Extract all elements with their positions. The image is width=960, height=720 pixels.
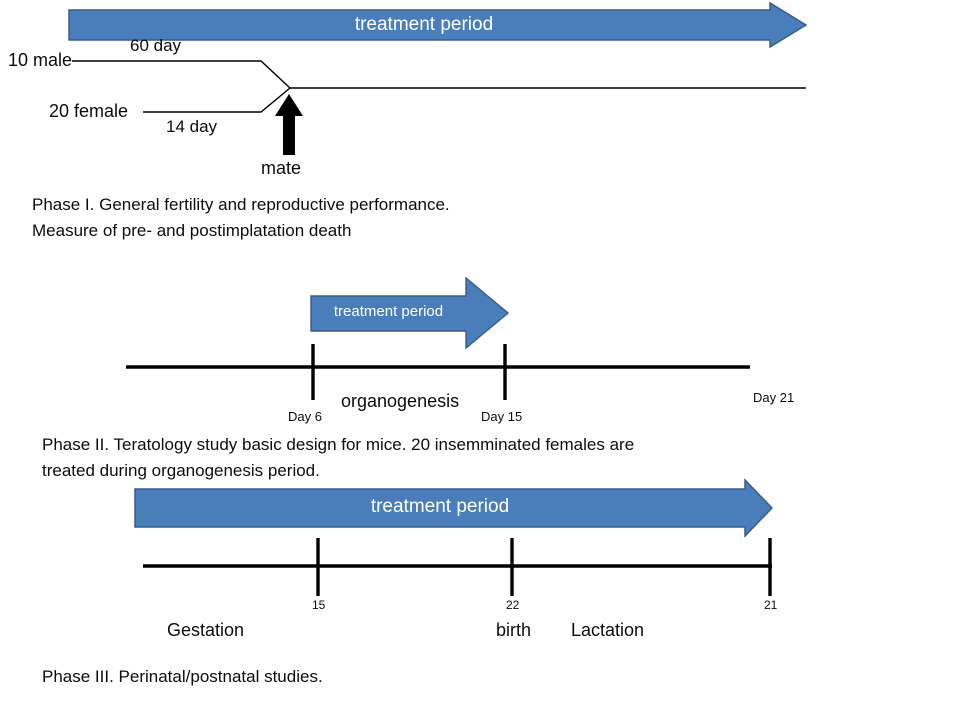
phase2-organogenesis-label: organogenesis	[341, 391, 460, 411]
phase1-treatment-arrow	[68, 1, 808, 49]
phase1-male-count-label: 10 male	[8, 50, 73, 70]
phase2-treatment-arrow-label: treatment period	[333, 303, 444, 320]
phase1-female-count-label: 20 female	[49, 101, 129, 121]
phase1-female-duration-label: 14 day	[166, 117, 218, 136]
phase3-tick-label-22: 22	[506, 598, 520, 612]
phase3-tick-label-21: 21	[764, 598, 778, 612]
phase1-male-duration-label: 60 day	[130, 36, 182, 55]
phase1-mate-arrow-icon	[275, 94, 303, 155]
phase1-female-line	[143, 87, 291, 113]
phase2-treatment-arrow	[310, 276, 510, 350]
phase3-caption: Phase III. Perinatal/postnatal studies.	[42, 667, 323, 686]
phase3-tick-label-15: 15	[312, 598, 326, 612]
phase1-caption-line1: Phase I. General fertility and reproduct…	[32, 195, 450, 214]
phase3-birth-label: birth	[496, 620, 532, 640]
phase1-caption-line2: Measure of pre- and postimplatation deat…	[32, 221, 352, 240]
phase2-caption-line1: Phase II. Teratology study basic design …	[42, 435, 635, 454]
phase3-treatment-arrow-label: treatment period	[370, 496, 510, 517]
phase1-male-line	[72, 60, 291, 89]
phase1-mate-label: mate	[261, 158, 302, 178]
phase2-tick-label-day6: Day 6	[288, 409, 322, 424]
phase1-treatment-arrow-label: treatment period	[354, 14, 494, 35]
phase2-caption-line2: treated during organogenesis period.	[42, 461, 320, 480]
phase3-gestation-label: Gestation	[167, 620, 245, 640]
phase3-treatment-arrow	[134, 478, 774, 538]
phase2-tick-label-day15: Day 15	[481, 409, 523, 424]
phase2-tick-label-day21: Day 21	[753, 390, 795, 405]
phase3-lactation-label: Lactation	[571, 620, 645, 640]
